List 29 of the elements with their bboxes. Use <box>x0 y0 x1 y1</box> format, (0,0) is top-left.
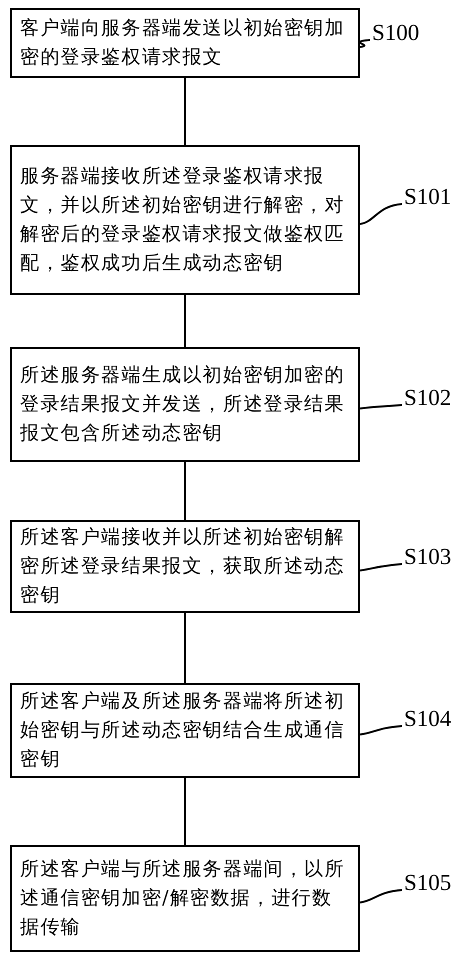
step-box <box>10 683 360 778</box>
leader-line <box>360 889 402 904</box>
leader-line <box>360 203 402 225</box>
leader-line <box>360 404 402 410</box>
step-number: S104 <box>404 706 452 732</box>
leader-line <box>360 725 402 736</box>
step-text: 所述客户端接收并以所述初始密钥解密所述登录结果报文，获取所述动态密钥 <box>20 525 346 608</box>
connector-line <box>184 78 186 145</box>
connector-line <box>184 462 186 520</box>
connector-line <box>184 613 186 683</box>
step-box <box>10 145 360 295</box>
step-text: 所述客户端及所述服务器端将所述初始密钥与所述动态密钥结合生成通信密钥 <box>20 689 346 772</box>
step-box <box>10 8 360 78</box>
step-number: S101 <box>404 184 452 210</box>
step-number: S105 <box>404 870 452 896</box>
step-text: 服务器端接收所述登录鉴权请求报文，并以所述初始密钥进行解密，对解密后的登录鉴权请求报文做鉴权匹配，鉴权成功后生成动态密钥 <box>20 164 346 276</box>
leader-line <box>360 563 402 572</box>
step-number: S103 <box>404 544 452 570</box>
step-text: 所述客户端与所述服务器端间，以所述通信密钥加密/解密数据，进行数据传输 <box>20 857 346 940</box>
step-number: S100 <box>372 20 420 46</box>
step-box <box>10 347 360 462</box>
connector-line <box>184 778 186 845</box>
step-text: 所述服务器端生成以初始密钥加密的登录结果报文并发送，所述登录结果报文包含所述动态密钥 <box>20 363 346 446</box>
connector-line <box>184 295 186 347</box>
step-text: 客户端向服务器端发送以初始密钥加密的登录鉴权请求报文 <box>20 16 346 70</box>
step-box <box>10 845 360 952</box>
leader-line <box>359 39 370 48</box>
step-box <box>10 520 360 613</box>
step-number: S102 <box>404 385 452 411</box>
